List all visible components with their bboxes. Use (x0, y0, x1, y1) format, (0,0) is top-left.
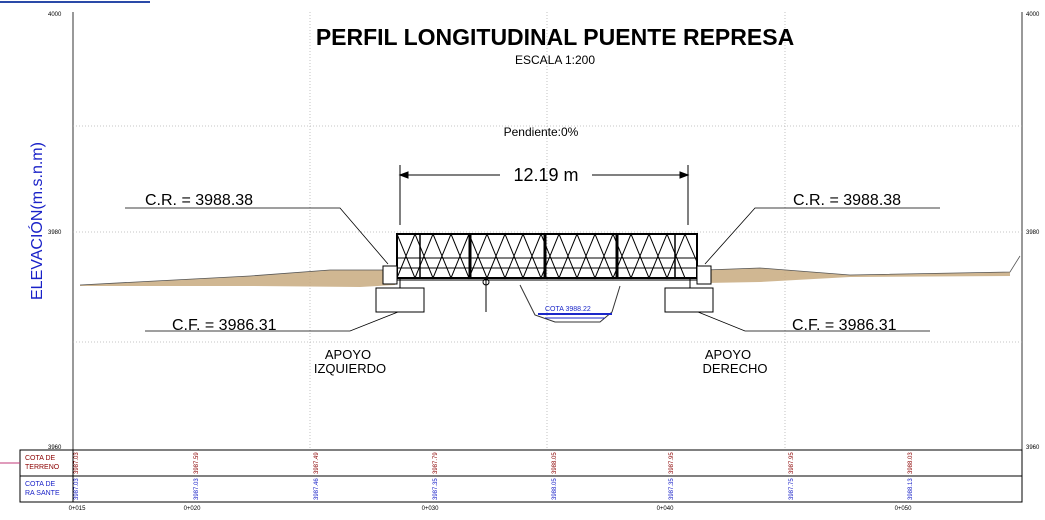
rasante-value: 3987.35 (433, 478, 439, 500)
river-channel (519, 284, 621, 323)
terreno-value: 3987.79 (433, 452, 439, 474)
terreno-value: 3987.59 (194, 452, 200, 474)
station-label: 0+015 (69, 506, 87, 512)
elev-tick-3980: 3980 (48, 230, 62, 236)
rasante-value: 3987.46 (314, 478, 320, 500)
terrain-line-right (704, 255, 1021, 276)
station-label: 0+020 (184, 506, 202, 512)
cr-left-label: C.R. = 3988.38 (145, 192, 253, 209)
rasante-value: 3987.03 (194, 478, 200, 500)
terreno-value: 3988.03 (908, 452, 914, 474)
rasante-value: 3988.13 (908, 478, 914, 500)
data-table (19, 449, 1023, 503)
drawing-title: PERFIL LONGITUDINAL PUENTE REPRESA (316, 24, 794, 50)
station-labels: 0+015 0+020 0+030 0+040 0+050 (69, 506, 913, 512)
water-level-label: COTA 3988.22 (545, 306, 591, 313)
terreno-value: 3987.95 (789, 452, 795, 474)
rasante-value: 3987.03 (74, 478, 80, 500)
support-right-structure (664, 265, 714, 313)
terreno-values: 3987.03 3987.59 3987.49 3987.79 3988.05 3987.… (74, 452, 914, 474)
rasante-value: 3988.05 (552, 478, 558, 500)
grid (73, 12, 1022, 450)
elev-tick-3960-right: 3960 (1026, 445, 1040, 451)
rasante-value: 3987.75 (789, 478, 795, 500)
elev-tick-4000: 4000 (48, 12, 62, 18)
terreno-value: 3987.95 (669, 452, 675, 474)
station-label: 0+050 (895, 506, 913, 512)
cf-right-label: C.F. = 3986.31 (792, 317, 897, 334)
terreno-value: 3987.03 (74, 452, 80, 474)
span-dimension (398, 165, 690, 225)
support-right-label-2: DERECHO (702, 361, 767, 376)
terrain-right (705, 268, 1010, 283)
station-label: 0+040 (657, 506, 675, 512)
support-left-structure (375, 265, 425, 313)
row2-label-1: COTA DE (25, 481, 56, 488)
terreno-value: 3988.05 (552, 452, 558, 474)
cf-left-label: C.F. = 3986.31 (172, 317, 277, 334)
span-length-label: 12.19 m (513, 165, 578, 185)
cr-right-label: C.R. = 3988.38 (793, 192, 901, 209)
leader-lines (125, 207, 940, 332)
terrain-line-left (79, 269, 390, 286)
terrain-left (80, 270, 395, 287)
rasante-value: 3987.35 (669, 478, 675, 500)
elev-tick-3960: 3960 (48, 445, 62, 451)
slope-label: Pendiente:0% (504, 125, 579, 139)
elev-tick-3980-right: 3980 (1026, 230, 1040, 236)
drawing-scale: ESCALA 1:200 (515, 53, 595, 67)
row1-label-1: COTA DE (25, 455, 56, 462)
support-left-label-2: IZQUIERDO (314, 361, 386, 376)
terreno-value: 3987.49 (314, 452, 320, 474)
pile-marker-circle (482, 278, 490, 286)
bridge-truss (385, 232, 710, 281)
support-right-label-1: APOYO (705, 347, 751, 362)
support-left-label-1: APOYO (325, 347, 371, 362)
elev-tick-4000-right: 4000 (1026, 12, 1040, 18)
rasante-values: 3987.03 3987.03 3987.46 3987.35 3988.05 3987.… (74, 478, 914, 500)
row2-label-2: RA SANTE (25, 490, 60, 497)
row1-label-2: TERRENO (25, 464, 60, 471)
station-label: 0+030 (422, 506, 440, 512)
y-axis-label: ELEVACIÓN(m.s.n.m) (27, 142, 46, 300)
